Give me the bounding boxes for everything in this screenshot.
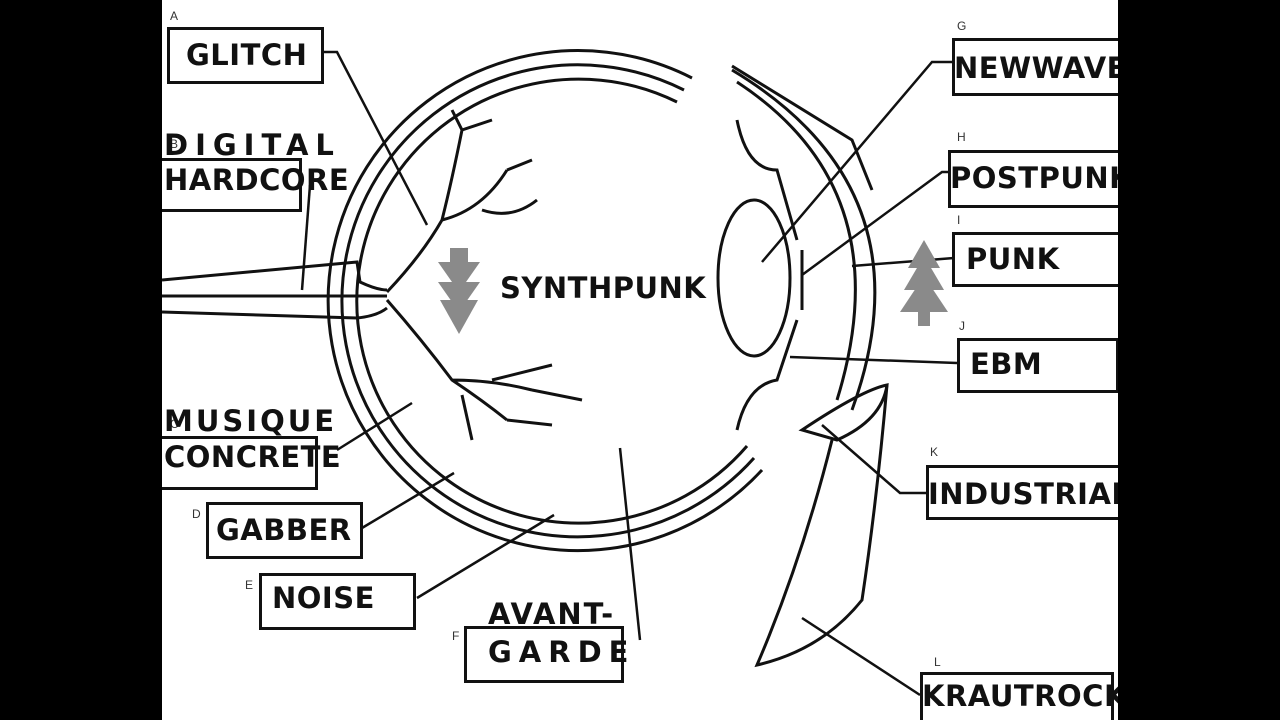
label-j-letter: J [959,319,965,333]
label-k-letter: K [930,445,939,459]
down-arrow-icon [438,248,480,334]
label-a-text: GLITCH [186,38,308,72]
leader-f [618,447,642,641]
leader-i [851,256,955,268]
sclera-outer [326,49,764,553]
label-l-box [920,672,1114,720]
label-i-box [952,232,1118,287]
leader-c [336,401,413,452]
label-h-letter: H [957,130,966,144]
leader-e [416,513,555,600]
label-g-letter: G [957,19,967,33]
label-f-letter: F [452,629,460,643]
sclera-inner [340,63,756,539]
leader-l [801,616,921,697]
label-d-box [206,502,363,559]
label-c-letter: C [170,417,179,431]
choroid [355,77,749,525]
label-b-line2: HARDCORE [164,163,350,197]
label-f-line2: GARDE [488,635,636,669]
tree-icon [900,240,948,326]
leader-a [324,50,429,226]
label-c-box [162,436,318,490]
leader-h [801,170,950,277]
label-j-text: EBM [970,347,1043,381]
diagram-panel: A GLITCH B DIGITAL HARDCORE C MUSIQUE CO… [162,0,1118,720]
vessels-bottom [385,299,583,441]
cheek-shape [754,384,889,668]
leader-b [300,184,312,291]
label-i-letter: I [957,213,961,227]
label-h-text: POSTPUNK [950,161,1118,195]
label-c-line2: CONCRETE [164,440,342,474]
leader-d [361,471,455,530]
vessels-top [385,109,538,294]
label-h-box [948,150,1118,208]
optic-nerve-top [162,260,388,292]
label-b-line1: DIGITAL [164,128,341,162]
ciliary-top [735,119,799,241]
cornea-outer [731,68,877,411]
label-d-text: GABBER [216,513,352,547]
label-f-box [464,626,624,683]
eye-diagram [162,49,958,697]
label-b-letter: B [170,137,179,151]
leader-g [761,60,954,263]
label-j-box [957,338,1118,393]
center-label: SYNTHPUNK [500,271,707,305]
label-c-line1: MUSIQUE [164,404,338,438]
label-l-letter: L [934,655,941,669]
label-f-line1: AVANT- [488,597,616,631]
label-d-letter: D [192,507,201,521]
label-k-box [926,465,1118,520]
label-k-text: INDUSTRIAL [928,477,1118,511]
label-g-text: NEWWAVE [954,51,1118,85]
leader-k [821,424,927,495]
lower-lid [798,383,889,442]
optic-nerve-bottom [162,306,388,320]
leader-j [789,355,958,365]
label-l-text: KRAUTROCK [922,679,1118,713]
label-b-box [162,158,302,212]
label-g-box [952,38,1118,96]
label-e-box [259,573,416,630]
label-a-box [167,27,324,84]
ciliary-bottom [735,319,799,431]
lens [716,198,792,358]
cornea-inner [736,80,857,401]
label-i-text: PUNK [966,242,1060,276]
label-a-letter: A [170,9,179,23]
eyelid-top [731,64,874,191]
label-e-letter: E [245,578,254,592]
label-e-text: NOISE [272,581,375,615]
